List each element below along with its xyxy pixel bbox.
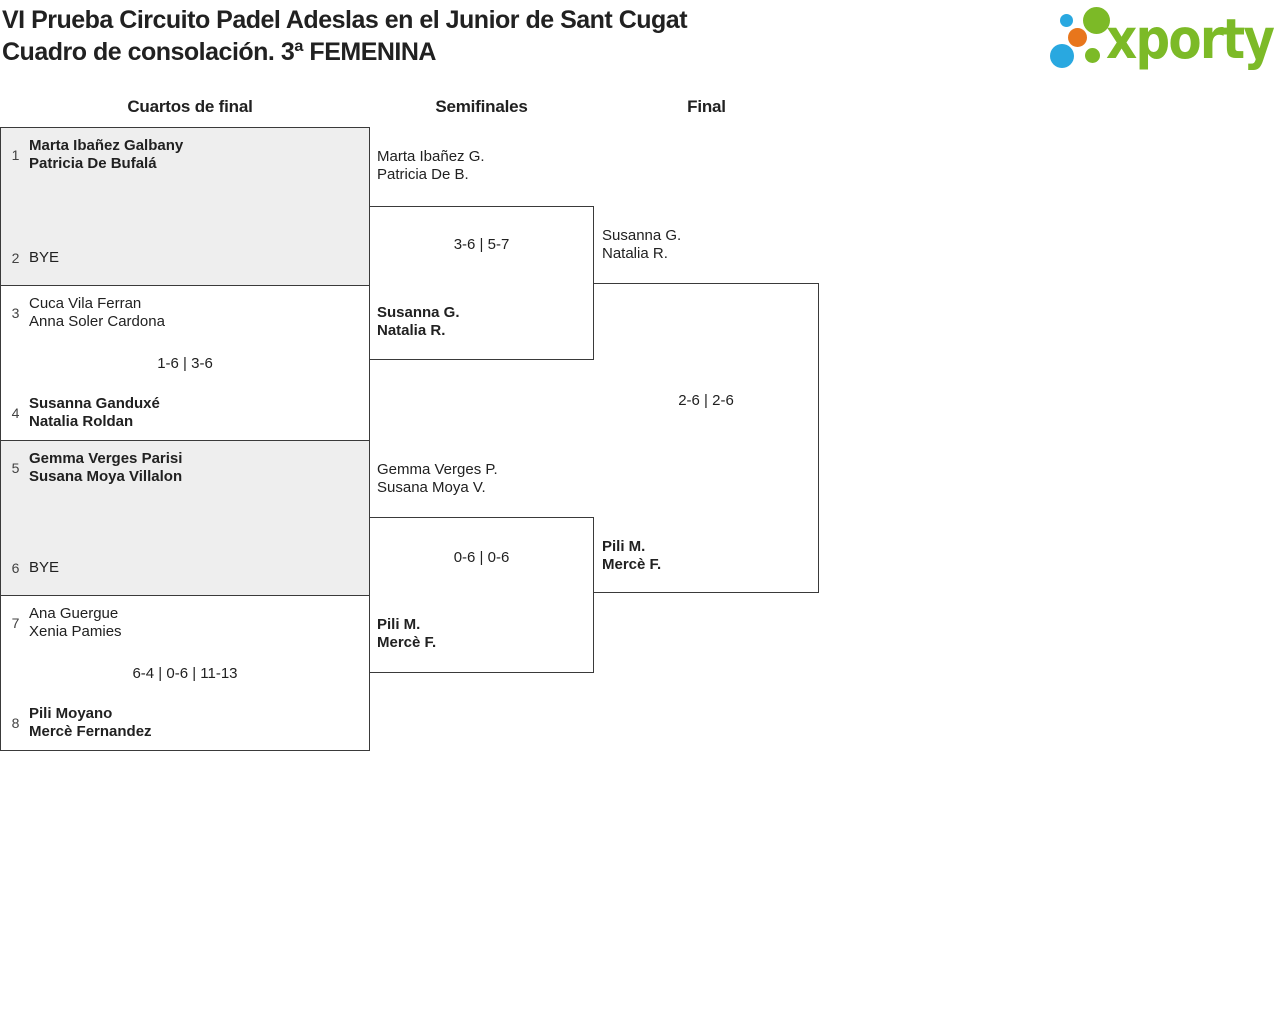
- logo-dot-icon: [1060, 14, 1073, 27]
- player-name: Cuca Vila Ferran: [29, 295, 142, 312]
- match-score: 2-6 | 2-6: [678, 392, 734, 409]
- team-row-bottom: 2 BYE: [1, 240, 369, 276]
- player-name: Ana Guergue: [29, 605, 119, 622]
- match-score: [1, 486, 369, 550]
- match-quarterfinal-2: 3 Cuca Vila Ferran Anna Soler Cardona 1-…: [0, 285, 370, 441]
- logo-dot-icon: [1083, 7, 1110, 34]
- match-quarterfinal-1: 1 Marta Ibañez Galbany Patricia De Bufal…: [0, 127, 370, 286]
- team-row-top: 5 Gemma Verges Parisi Susana Moya Villal…: [1, 450, 369, 486]
- player-name: Natalia Roldan: [29, 413, 134, 430]
- player-name: BYE: [29, 559, 60, 576]
- team-name: Cuca Vila Ferran Anna Soler Cardona: [29, 295, 165, 331]
- player-name: Mercè F.: [602, 556, 662, 573]
- player-name: Patricia De Bufalá: [29, 155, 157, 172]
- match-semifinal-1: 3-6 | 5-7 Susanna G. Natalia R.: [369, 206, 594, 360]
- xporty-logo[interactable]: xporty: [1040, 0, 1280, 90]
- team-name: Pili Moyano Mercè Fernandez: [29, 705, 152, 741]
- team-row-top: 7 Ana Guergue Xenia Pamies: [1, 605, 369, 641]
- player-name: Anna Soler Cardona: [29, 313, 165, 330]
- player-name: Susanna G.: [377, 304, 460, 321]
- player-name: Pili M.: [377, 616, 421, 633]
- team-name: Gemma Verges P. Susana Moya V.: [377, 461, 498, 497]
- player-name: Gemma Verges P.: [377, 461, 498, 478]
- player-name: Susana Moya Villalon: [29, 468, 183, 485]
- match-score: 3-6 | 5-7: [453, 236, 510, 253]
- player-name: Mercè F.: [377, 634, 437, 651]
- logo-dot-icon: [1068, 28, 1087, 47]
- team-name: Gemma Verges Parisi Susana Moya Villalon: [29, 450, 182, 486]
- team-row-bottom: 6 BYE: [1, 550, 369, 586]
- seed-number: 5: [11, 460, 20, 476]
- seed-number: 4: [11, 405, 20, 421]
- team-name: Susanna Ganduxé Natalia Roldan: [29, 395, 160, 431]
- match-score: 1-6 | 3-6: [157, 354, 213, 372]
- team-name: Pili M. Mercè F.: [602, 538, 661, 574]
- match-score: [1, 173, 369, 240]
- team-name: Susanna G. Natalia R.: [377, 304, 460, 340]
- team-name: Ana Guergue Xenia Pamies: [29, 605, 122, 641]
- team-name: Marta Ibañez Galbany Patricia De Bufalá: [29, 137, 183, 173]
- logo-dot-icon: [1050, 44, 1074, 68]
- player-name: Gemma Verges Parisi: [29, 450, 183, 467]
- page-title: VI Prueba Circuito Padel Adeslas en el J…: [2, 4, 688, 68]
- player-name: Susanna G.: [602, 227, 682, 244]
- title-line-1: VI Prueba Circuito Padel Adeslas en el J…: [2, 6, 688, 34]
- seed-number: 3: [11, 305, 20, 321]
- seed-number: 2: [11, 250, 20, 266]
- match-semifinal-2: 0-6 | 0-6 Pili M. Mercè F.: [369, 517, 594, 673]
- column-header-semifinals: Semifinales: [435, 97, 528, 116]
- team-name: Pili M. Mercè F.: [377, 616, 436, 652]
- player-name: Natalia R.: [377, 322, 446, 339]
- player-name: Natalia R.: [602, 245, 668, 262]
- player-name: Marta Ibañez Galbany: [29, 137, 184, 154]
- team-row-bottom: 4 Susanna Ganduxé Natalia Roldan: [1, 395, 369, 431]
- player-name: Xenia Pamies: [29, 623, 122, 640]
- team-name: BYE: [29, 249, 59, 267]
- team-row-top: 3 Cuca Vila Ferran Anna Soler Cardona: [1, 295, 369, 331]
- team-row-bottom: 8 Pili Moyano Mercè Fernandez: [1, 705, 369, 741]
- match-score: 0-6 | 0-6: [453, 549, 510, 566]
- player-name: Patricia De B.: [377, 166, 469, 183]
- column-header-quarterfinals: Cuartos de final: [127, 97, 253, 116]
- team-name: BYE: [29, 559, 59, 577]
- title-line-2: Cuadro de consolación. 3ª FEMENINA: [2, 38, 436, 66]
- seed-number: 8: [11, 715, 20, 731]
- logo-dot-icon: [1085, 48, 1100, 63]
- player-name: BYE: [29, 249, 60, 266]
- match-quarterfinal-4: 7 Ana Guergue Xenia Pamies 6-4 | 0-6 | 1…: [0, 595, 370, 751]
- team-row-top: 1 Marta Ibañez Galbany Patricia De Bufal…: [1, 137, 369, 173]
- team-name: Marta Ibañez G. Patricia De B.: [377, 148, 485, 184]
- seed-number: 7: [11, 615, 20, 631]
- match-final: 2-6 | 2-6 Pili M. Mercè F.: [594, 283, 819, 593]
- seed-number: 1: [11, 147, 20, 163]
- match-quarterfinal-3: 5 Gemma Verges Parisi Susana Moya Villal…: [0, 440, 370, 596]
- player-name: Susanna Ganduxé: [29, 395, 160, 412]
- player-name: Susana Moya V.: [377, 479, 486, 496]
- player-name: Pili Moyano: [29, 705, 113, 722]
- match-score: 6-4 | 0-6 | 11-13: [132, 664, 238, 682]
- player-name: Marta Ibañez G.: [377, 148, 485, 165]
- team-name: Susanna G. Natalia R.: [602, 227, 681, 263]
- logo-wordmark: xporty: [1106, 7, 1275, 71]
- player-name: Pili M.: [602, 538, 646, 555]
- player-name: Mercè Fernandez: [29, 723, 152, 740]
- seed-number: 6: [11, 560, 20, 576]
- column-header-final: Final: [687, 97, 726, 116]
